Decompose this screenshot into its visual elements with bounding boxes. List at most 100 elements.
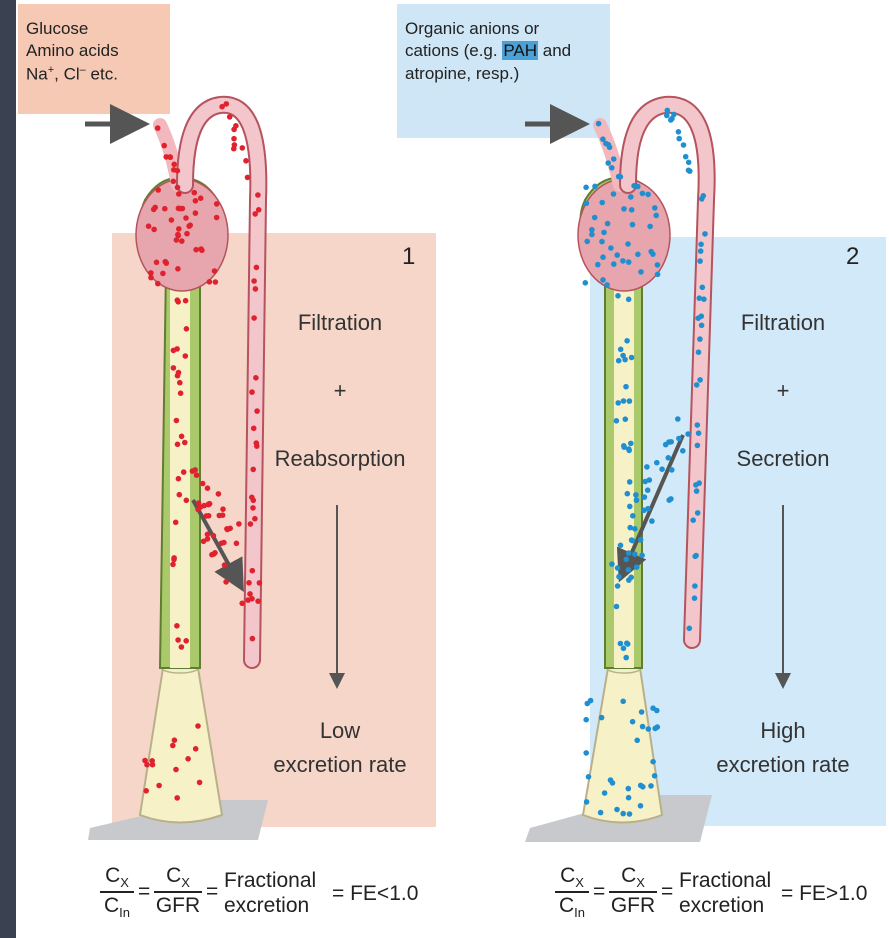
particle-dot bbox=[701, 193, 707, 199]
particle-dot bbox=[179, 434, 185, 440]
particle-dot bbox=[639, 709, 645, 715]
symbol-c: C bbox=[166, 864, 181, 887]
particle-dot bbox=[697, 258, 703, 264]
particle-dot bbox=[628, 194, 634, 200]
particle-dot bbox=[652, 205, 658, 211]
collecting-flask bbox=[140, 668, 222, 823]
particle-dot bbox=[600, 254, 606, 260]
symbol-c: C bbox=[104, 894, 119, 917]
particle-dot bbox=[649, 518, 655, 524]
particle-dot bbox=[694, 488, 700, 494]
particle-dot bbox=[192, 467, 198, 473]
particle-dot bbox=[623, 384, 629, 390]
particle-dot bbox=[699, 323, 705, 329]
particle-dot bbox=[692, 554, 698, 560]
particle-dot bbox=[653, 213, 659, 219]
particle-dot bbox=[625, 241, 631, 247]
particle-dot bbox=[174, 237, 180, 243]
particle-dot bbox=[638, 269, 644, 275]
particle-dot bbox=[605, 160, 611, 166]
particle-dot bbox=[250, 467, 256, 473]
particle-dot bbox=[646, 726, 652, 732]
particle-dot bbox=[178, 390, 184, 396]
particle-dot bbox=[589, 232, 595, 238]
particle-dot bbox=[224, 101, 230, 107]
particle-dot bbox=[638, 803, 644, 809]
word-fractional: Fractional bbox=[224, 868, 316, 893]
particle-dot bbox=[172, 737, 178, 743]
particle-dot bbox=[179, 238, 185, 244]
particle-dot bbox=[182, 440, 188, 446]
particle-dot bbox=[697, 377, 703, 383]
particle-dot bbox=[198, 246, 204, 252]
word-excretion: excretion bbox=[679, 893, 771, 918]
particle-dot bbox=[695, 443, 701, 449]
particle-dot bbox=[154, 260, 160, 266]
particle-dot bbox=[178, 206, 184, 212]
particle-dot bbox=[257, 580, 263, 586]
particle-dot bbox=[214, 215, 220, 221]
particle-dot bbox=[616, 574, 622, 580]
particle-dot bbox=[250, 636, 256, 642]
particle-dot bbox=[609, 165, 615, 171]
particle-dot bbox=[634, 738, 640, 744]
particle-dot bbox=[634, 497, 640, 503]
particle-dot bbox=[669, 467, 675, 473]
particle-dot bbox=[700, 285, 706, 291]
particle-dot bbox=[635, 252, 641, 258]
particle-dot bbox=[175, 637, 181, 643]
particle-dot bbox=[184, 326, 190, 332]
particle-dot bbox=[626, 259, 632, 265]
particle-dot bbox=[601, 230, 607, 236]
particle-dot bbox=[616, 174, 622, 180]
particle-dot bbox=[221, 540, 227, 546]
particle-dot bbox=[647, 224, 653, 230]
particle-dot bbox=[231, 127, 237, 133]
particle-dot bbox=[695, 422, 701, 428]
particle-dot bbox=[669, 116, 675, 122]
particle-dot bbox=[615, 565, 621, 571]
result-excretion-rate: excretion rate bbox=[708, 752, 858, 778]
step-reabsorption: Reabsorption bbox=[262, 446, 418, 472]
particle-dot bbox=[170, 743, 176, 749]
symbol-c: C bbox=[559, 894, 574, 917]
particle-dot bbox=[156, 783, 162, 789]
particle-dot bbox=[618, 347, 624, 353]
particle-dot bbox=[251, 315, 257, 321]
particle-dot bbox=[146, 223, 152, 229]
fraction-cx-gfr: CX GFR bbox=[154, 864, 202, 918]
particle-dot bbox=[162, 206, 168, 212]
particle-dot bbox=[183, 298, 189, 304]
particle-dot bbox=[583, 750, 589, 756]
particle-dot bbox=[253, 375, 259, 381]
particle-dot bbox=[183, 215, 189, 221]
particle-dot bbox=[665, 108, 671, 114]
particle-dot bbox=[595, 262, 601, 268]
particle-dot bbox=[194, 472, 200, 478]
particle-dot bbox=[694, 382, 700, 388]
particle-dot bbox=[680, 448, 686, 454]
equals-sign: = bbox=[593, 880, 605, 904]
particle-dot bbox=[152, 205, 158, 211]
particle-dot bbox=[642, 494, 648, 500]
formula-fractional-excretion-1: CX CIn = CX GFR = Fractional excretion =… bbox=[100, 862, 445, 934]
particle-dot bbox=[626, 297, 632, 303]
particle-dot bbox=[206, 502, 212, 508]
particle-dot bbox=[205, 532, 211, 538]
particle-dot bbox=[227, 526, 233, 532]
particle-dot bbox=[625, 491, 631, 497]
particle-dot bbox=[583, 185, 589, 191]
particle-dot bbox=[690, 517, 696, 523]
particle-dot bbox=[596, 121, 602, 127]
particle-dot bbox=[627, 525, 633, 531]
particle-dot bbox=[620, 811, 626, 817]
particle-dot bbox=[630, 513, 636, 519]
formula-fractional-excretion-2: CX CIn = CX GFR = Fractional excretion =… bbox=[555, 862, 885, 934]
symbol-c: C bbox=[105, 864, 120, 887]
particle-dot bbox=[231, 136, 237, 142]
particle-dot bbox=[584, 201, 590, 207]
particle-dot bbox=[676, 129, 682, 135]
particle-dot bbox=[614, 604, 620, 610]
particle-dot bbox=[606, 142, 612, 148]
particle-dot bbox=[627, 479, 633, 485]
